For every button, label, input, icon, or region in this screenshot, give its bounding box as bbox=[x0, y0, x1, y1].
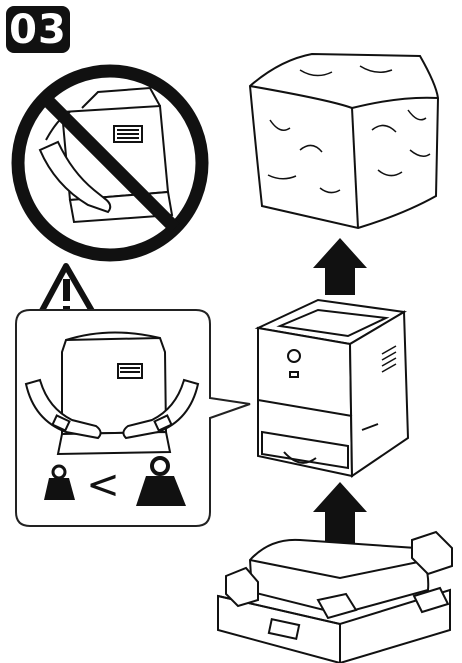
less-than-symbol: < bbox=[86, 462, 120, 508]
weight-comparison: < bbox=[44, 456, 186, 508]
printer-back-view-correct bbox=[56, 331, 172, 456]
plastic-bag bbox=[248, 52, 440, 230]
correct-lift-panel: < bbox=[15, 309, 251, 527]
printer-front-view bbox=[254, 298, 410, 478]
packaging-box bbox=[217, 530, 453, 663]
step-number: 03 bbox=[9, 6, 67, 53]
step-number-badge: 03 bbox=[6, 6, 70, 53]
heavy-weight-icon bbox=[136, 456, 186, 506]
arrow-up-icon bbox=[313, 238, 367, 295]
prohibited-lift-illustration bbox=[11, 64, 209, 262]
light-weight-icon bbox=[44, 464, 75, 500]
arrow-up-icon bbox=[313, 482, 367, 545]
prohibited-sign-icon bbox=[11, 64, 209, 262]
printer-back-view-wrong bbox=[60, 86, 174, 224]
hands-correct bbox=[24, 378, 200, 440]
